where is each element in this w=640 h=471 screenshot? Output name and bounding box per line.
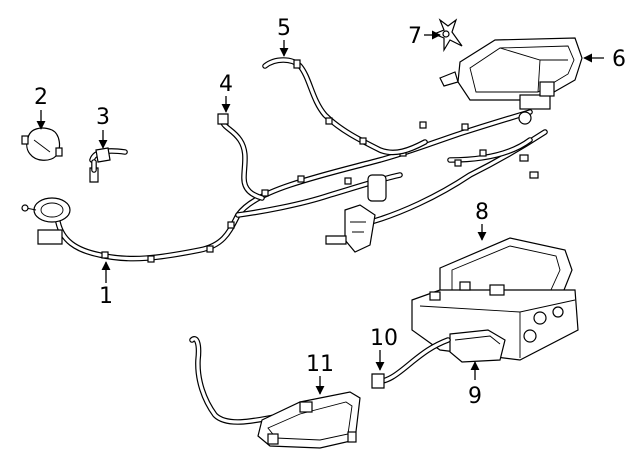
callout-label-1: 1 bbox=[99, 284, 113, 309]
callout-label-5: 5 bbox=[277, 16, 291, 41]
grommet-cover bbox=[21, 127, 63, 161]
callout-label-4: 4 bbox=[219, 72, 233, 97]
callout-label-8: 8 bbox=[475, 200, 489, 225]
callout-2: 2 bbox=[34, 85, 48, 130]
junction-block-9 bbox=[449, 329, 506, 363]
main-wiring-harness bbox=[21, 109, 548, 263]
callout-label-3: 3 bbox=[96, 105, 110, 130]
callout-label-6: 6 bbox=[612, 47, 626, 72]
callout-7: 7 bbox=[408, 24, 441, 49]
callout-3: 3 bbox=[96, 105, 110, 149]
callout-9: 9 bbox=[468, 361, 482, 409]
callout-label-2: 2 bbox=[34, 85, 48, 110]
callout-8: 8 bbox=[475, 200, 489, 241]
callout-10: 10 bbox=[370, 326, 398, 371]
callout-label-9: 9 bbox=[468, 384, 482, 409]
callout-11: 11 bbox=[306, 352, 334, 395]
lower-harness-11 bbox=[189, 336, 361, 449]
lead-wire-10 bbox=[371, 337, 451, 389]
control-module-6 bbox=[439, 37, 583, 125]
branch-harness-5 bbox=[262, 57, 428, 156]
callout-label-11: 11 bbox=[306, 352, 334, 377]
branch-harness-4 bbox=[217, 113, 265, 201]
callout-4: 4 bbox=[219, 72, 233, 113]
callout-6: 6 bbox=[583, 47, 626, 72]
sensor-pigtail bbox=[89, 147, 128, 183]
callout-5: 5 bbox=[277, 16, 291, 57]
callout-label-7: 7 bbox=[408, 24, 422, 49]
callout-label-10: 10 bbox=[370, 326, 398, 351]
callout-1: 1 bbox=[99, 261, 113, 309]
